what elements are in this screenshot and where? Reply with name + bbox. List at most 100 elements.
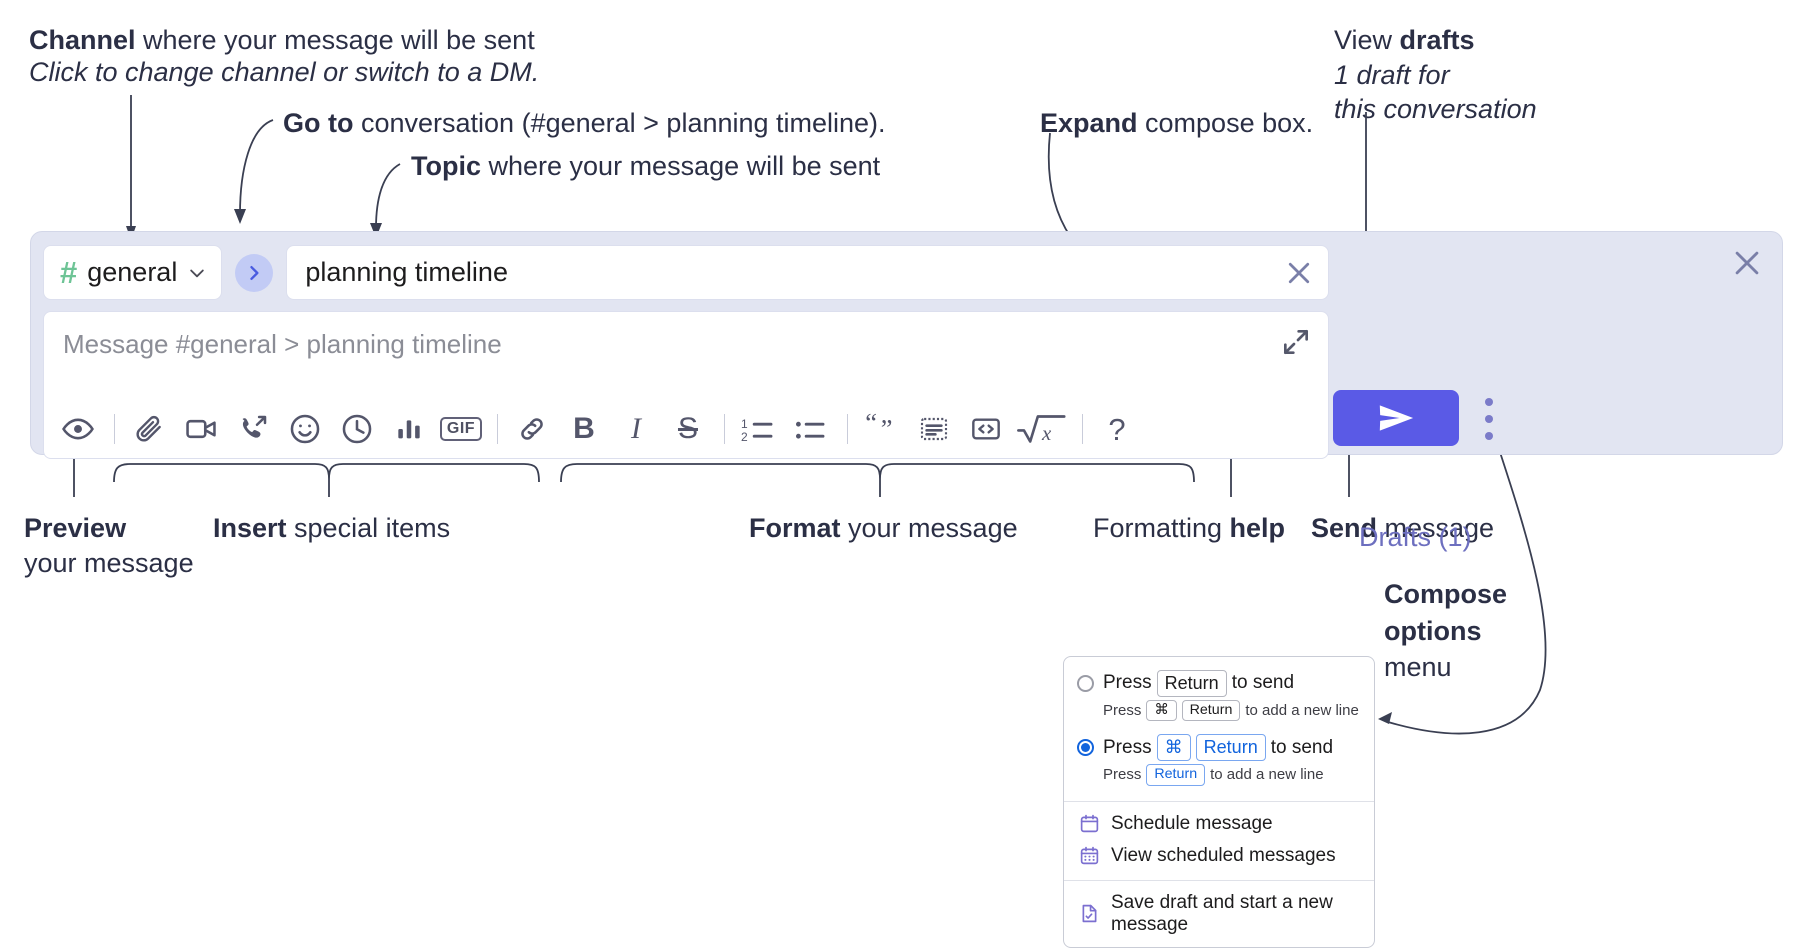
- goto-conversation-button[interactable]: [235, 253, 274, 292]
- bulleted-list-icon[interactable]: [789, 407, 833, 451]
- radio-text-pre: Press: [1103, 672, 1152, 694]
- compose-context-row: # general planning timeline: [43, 244, 1329, 301]
- kebab-dot: [1485, 398, 1493, 406]
- annotation-drafts-line3: this conversation: [1334, 94, 1537, 125]
- close-icon[interactable]: [1284, 258, 1314, 288]
- hint-pre: Press: [1103, 766, 1142, 784]
- close-icon[interactable]: [1730, 246, 1764, 280]
- strikethrough-icon[interactable]: S: [677, 412, 698, 445]
- radio-button-selected[interactable]: [1077, 739, 1094, 757]
- annotation-expand: Expand compose box.: [1040, 106, 1313, 141]
- annotation-help-rest: Formatting: [1093, 513, 1230, 543]
- channel-selector[interactable]: # general: [43, 245, 223, 300]
- bold-icon[interactable]: B: [573, 412, 595, 445]
- channel-hash-icon: #: [60, 255, 78, 290]
- toolbar-divider: [847, 414, 848, 444]
- menu-divider: [1064, 800, 1374, 802]
- formatting-help-icon[interactable]: ?: [1108, 411, 1126, 447]
- chevron-right-icon: [250, 265, 259, 280]
- key-return: Return: [1195, 734, 1266, 761]
- annotation-preview-bold: Preview: [24, 513, 127, 543]
- menu-item-view-scheduled-messages[interactable]: View scheduled messages: [1064, 840, 1374, 872]
- annotation-drafts-line2: 1 draft for: [1334, 59, 1450, 90]
- radio-text-post: to send: [1231, 672, 1295, 694]
- annotation-preview: Preview your message: [24, 511, 194, 580]
- menu-radio-option-return[interactable]: Press Return to send: [1064, 667, 1374, 697]
- annotation-drafts-rest: View: [1334, 25, 1400, 55]
- svg-text:”: ”: [881, 413, 893, 443]
- italic-icon[interactable]: I: [631, 412, 641, 445]
- video-camera-icon[interactable]: [179, 407, 223, 451]
- drafts-link[interactable]: Drafts (1): [1359, 522, 1472, 552]
- kebab-dot: [1485, 432, 1493, 440]
- annotation-channel-rest: where your message will be sent: [135, 25, 535, 55]
- annotation-channel-bold: Channel: [29, 25, 136, 55]
- radio-label: Press Return to send: [1103, 670, 1294, 697]
- menu-item-label: View scheduled messages: [1111, 844, 1336, 866]
- annotation-drafts-bold: drafts: [1399, 25, 1475, 55]
- annotation-channel-title: Channel where your message will be sent: [29, 23, 535, 58]
- menu-radio-option-cmd-return[interactable]: Press ⌘ Return to send: [1064, 728, 1374, 761]
- annotation-channel-sub-text: Click to change channel or switch to a D…: [29, 57, 540, 87]
- menu-item-label: Schedule message: [1111, 812, 1273, 834]
- annotation-preview-line2: your message: [24, 547, 194, 578]
- attachment-paperclip-icon[interactable]: [127, 407, 171, 451]
- annotation-insert-rest: special items: [286, 513, 451, 543]
- audio-call-icon[interactable]: [231, 407, 275, 451]
- key-cmd: ⌘: [1146, 699, 1177, 722]
- menu-radio-hint-return: Press ⌘ Return to add a new line: [1064, 697, 1374, 729]
- annotation-help-bold: help: [1229, 513, 1286, 543]
- annotation-expand-bold: Expand: [1040, 108, 1138, 138]
- gif-icon[interactable]: GIF: [439, 407, 483, 451]
- annotation-goto-bold: Go to: [283, 108, 354, 138]
- code-inline-icon[interactable]: [912, 407, 956, 451]
- annotation-goto: Go to conversation (#general > planning …: [283, 106, 886, 141]
- clock-icon[interactable]: [335, 407, 379, 451]
- annotation-help: Formatting help: [1093, 511, 1285, 546]
- menu-item-schedule-message[interactable]: Schedule message: [1064, 808, 1374, 840]
- hint-post: to add a new line: [1210, 766, 1324, 784]
- hint-pre: Press: [1103, 701, 1142, 719]
- annotation-goto-rest: conversation (#general > planning timeli…: [353, 108, 886, 138]
- svg-text:2: 2: [741, 430, 748, 444]
- annotation-channel-sub: Click to change channel or switch to a D…: [29, 55, 539, 90]
- annotation-topic: Topic where your message will be sent: [411, 149, 880, 184]
- radio-text-post: to send: [1270, 736, 1334, 758]
- key-return: Return: [1156, 670, 1227, 697]
- annotation-send-bold: Send: [1311, 513, 1378, 543]
- toolbar-divider: [1082, 414, 1083, 444]
- annotation-compose-options-line2: options: [1384, 615, 1482, 646]
- toolbar-divider: [724, 414, 725, 444]
- toolbar-divider: [497, 414, 498, 444]
- more-options-vertical-dots-icon[interactable]: [1479, 398, 1499, 440]
- annotation-format-rest: your message: [840, 513, 1018, 543]
- math-sqrt-icon[interactable]: x: [1016, 407, 1068, 451]
- code-block-icon[interactable]: [964, 407, 1008, 451]
- key-return: Return: [1146, 763, 1206, 786]
- send-button[interactable]: [1333, 390, 1459, 446]
- link-icon[interactable]: [510, 407, 554, 451]
- radio-button[interactable]: [1077, 674, 1094, 692]
- annotation-expand-rest: compose box.: [1137, 108, 1314, 138]
- channel-name-label: general: [87, 257, 178, 287]
- annotation-compose-options-line3: menu: [1384, 652, 1452, 683]
- annotation-compose-options: Compose options menu: [1384, 576, 1507, 686]
- message-input[interactable]: Message #general > planning timeline: [44, 312, 1328, 400]
- annotation-insert: Insert special items: [213, 511, 450, 546]
- preview-eye-icon[interactable]: [56, 407, 100, 451]
- message-placeholder: Message #general > planning timeline: [63, 329, 502, 359]
- topic-input[interactable]: planning timeline: [286, 245, 1329, 300]
- svg-text:1: 1: [741, 417, 748, 431]
- radio-label: Press ⌘ Return to send: [1103, 734, 1333, 761]
- blockquote-icon[interactable]: “”: [860, 407, 904, 451]
- save-draft-icon: [1082, 905, 1097, 923]
- emoji-icon[interactable]: [283, 407, 327, 451]
- key-cmd: ⌘: [1156, 734, 1191, 761]
- poll-bar-chart-icon[interactable]: [387, 407, 431, 451]
- annotation-drafts: View drafts 1 draft for this conversatio…: [1334, 23, 1537, 127]
- menu-item-save-draft[interactable]: Save draft and start a new message: [1064, 887, 1374, 941]
- calendar-schedule-icon: [1080, 815, 1099, 833]
- expand-diagonal-icon[interactable]: [1280, 326, 1312, 358]
- annotation-format-bold: Format: [749, 513, 841, 543]
